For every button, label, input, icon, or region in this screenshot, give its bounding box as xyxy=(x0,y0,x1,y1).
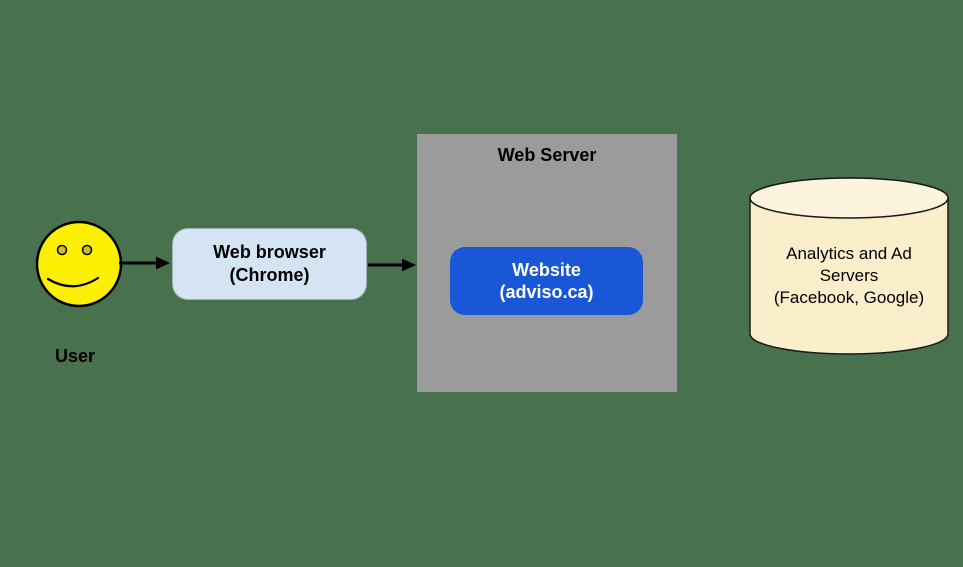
cylinder-top-rim xyxy=(750,178,948,218)
cylinder-top-rim-outline xyxy=(749,177,949,219)
analytics-label: Analytics and Ad Servers (Facebook, Goog… xyxy=(750,243,948,309)
browser-label-line2: (Chrome) xyxy=(229,265,310,285)
analytics-label-line1: Analytics and Ad xyxy=(786,244,912,263)
cylinder-body xyxy=(750,178,948,354)
website-label-line1: Website xyxy=(512,260,581,280)
browser-label-line1: Web browser xyxy=(213,242,326,262)
arrow-user-to-browser xyxy=(119,256,170,270)
browser-node: Web browser (Chrome) xyxy=(172,228,367,300)
website-label-line2: (adviso.ca) xyxy=(499,282,594,302)
analytics-label-line2: Servers xyxy=(819,266,879,285)
smiley-right-eye xyxy=(81,244,93,256)
analytics-label-line3: (Facebook, Google) xyxy=(773,288,925,307)
website-node: Website (adviso.ca) xyxy=(450,247,643,315)
database-cylinder-icon xyxy=(749,177,949,355)
web-server-title: Web Server xyxy=(497,145,597,165)
user-smiley-icon xyxy=(35,220,123,308)
user-label: User xyxy=(54,346,96,366)
arrow-head xyxy=(402,258,416,272)
smiley-left-eye xyxy=(56,244,68,256)
arrow-browser-to-server xyxy=(368,258,416,272)
arrow-head xyxy=(156,256,170,270)
smiley-mouth xyxy=(46,276,100,288)
smiley-head xyxy=(35,220,123,308)
